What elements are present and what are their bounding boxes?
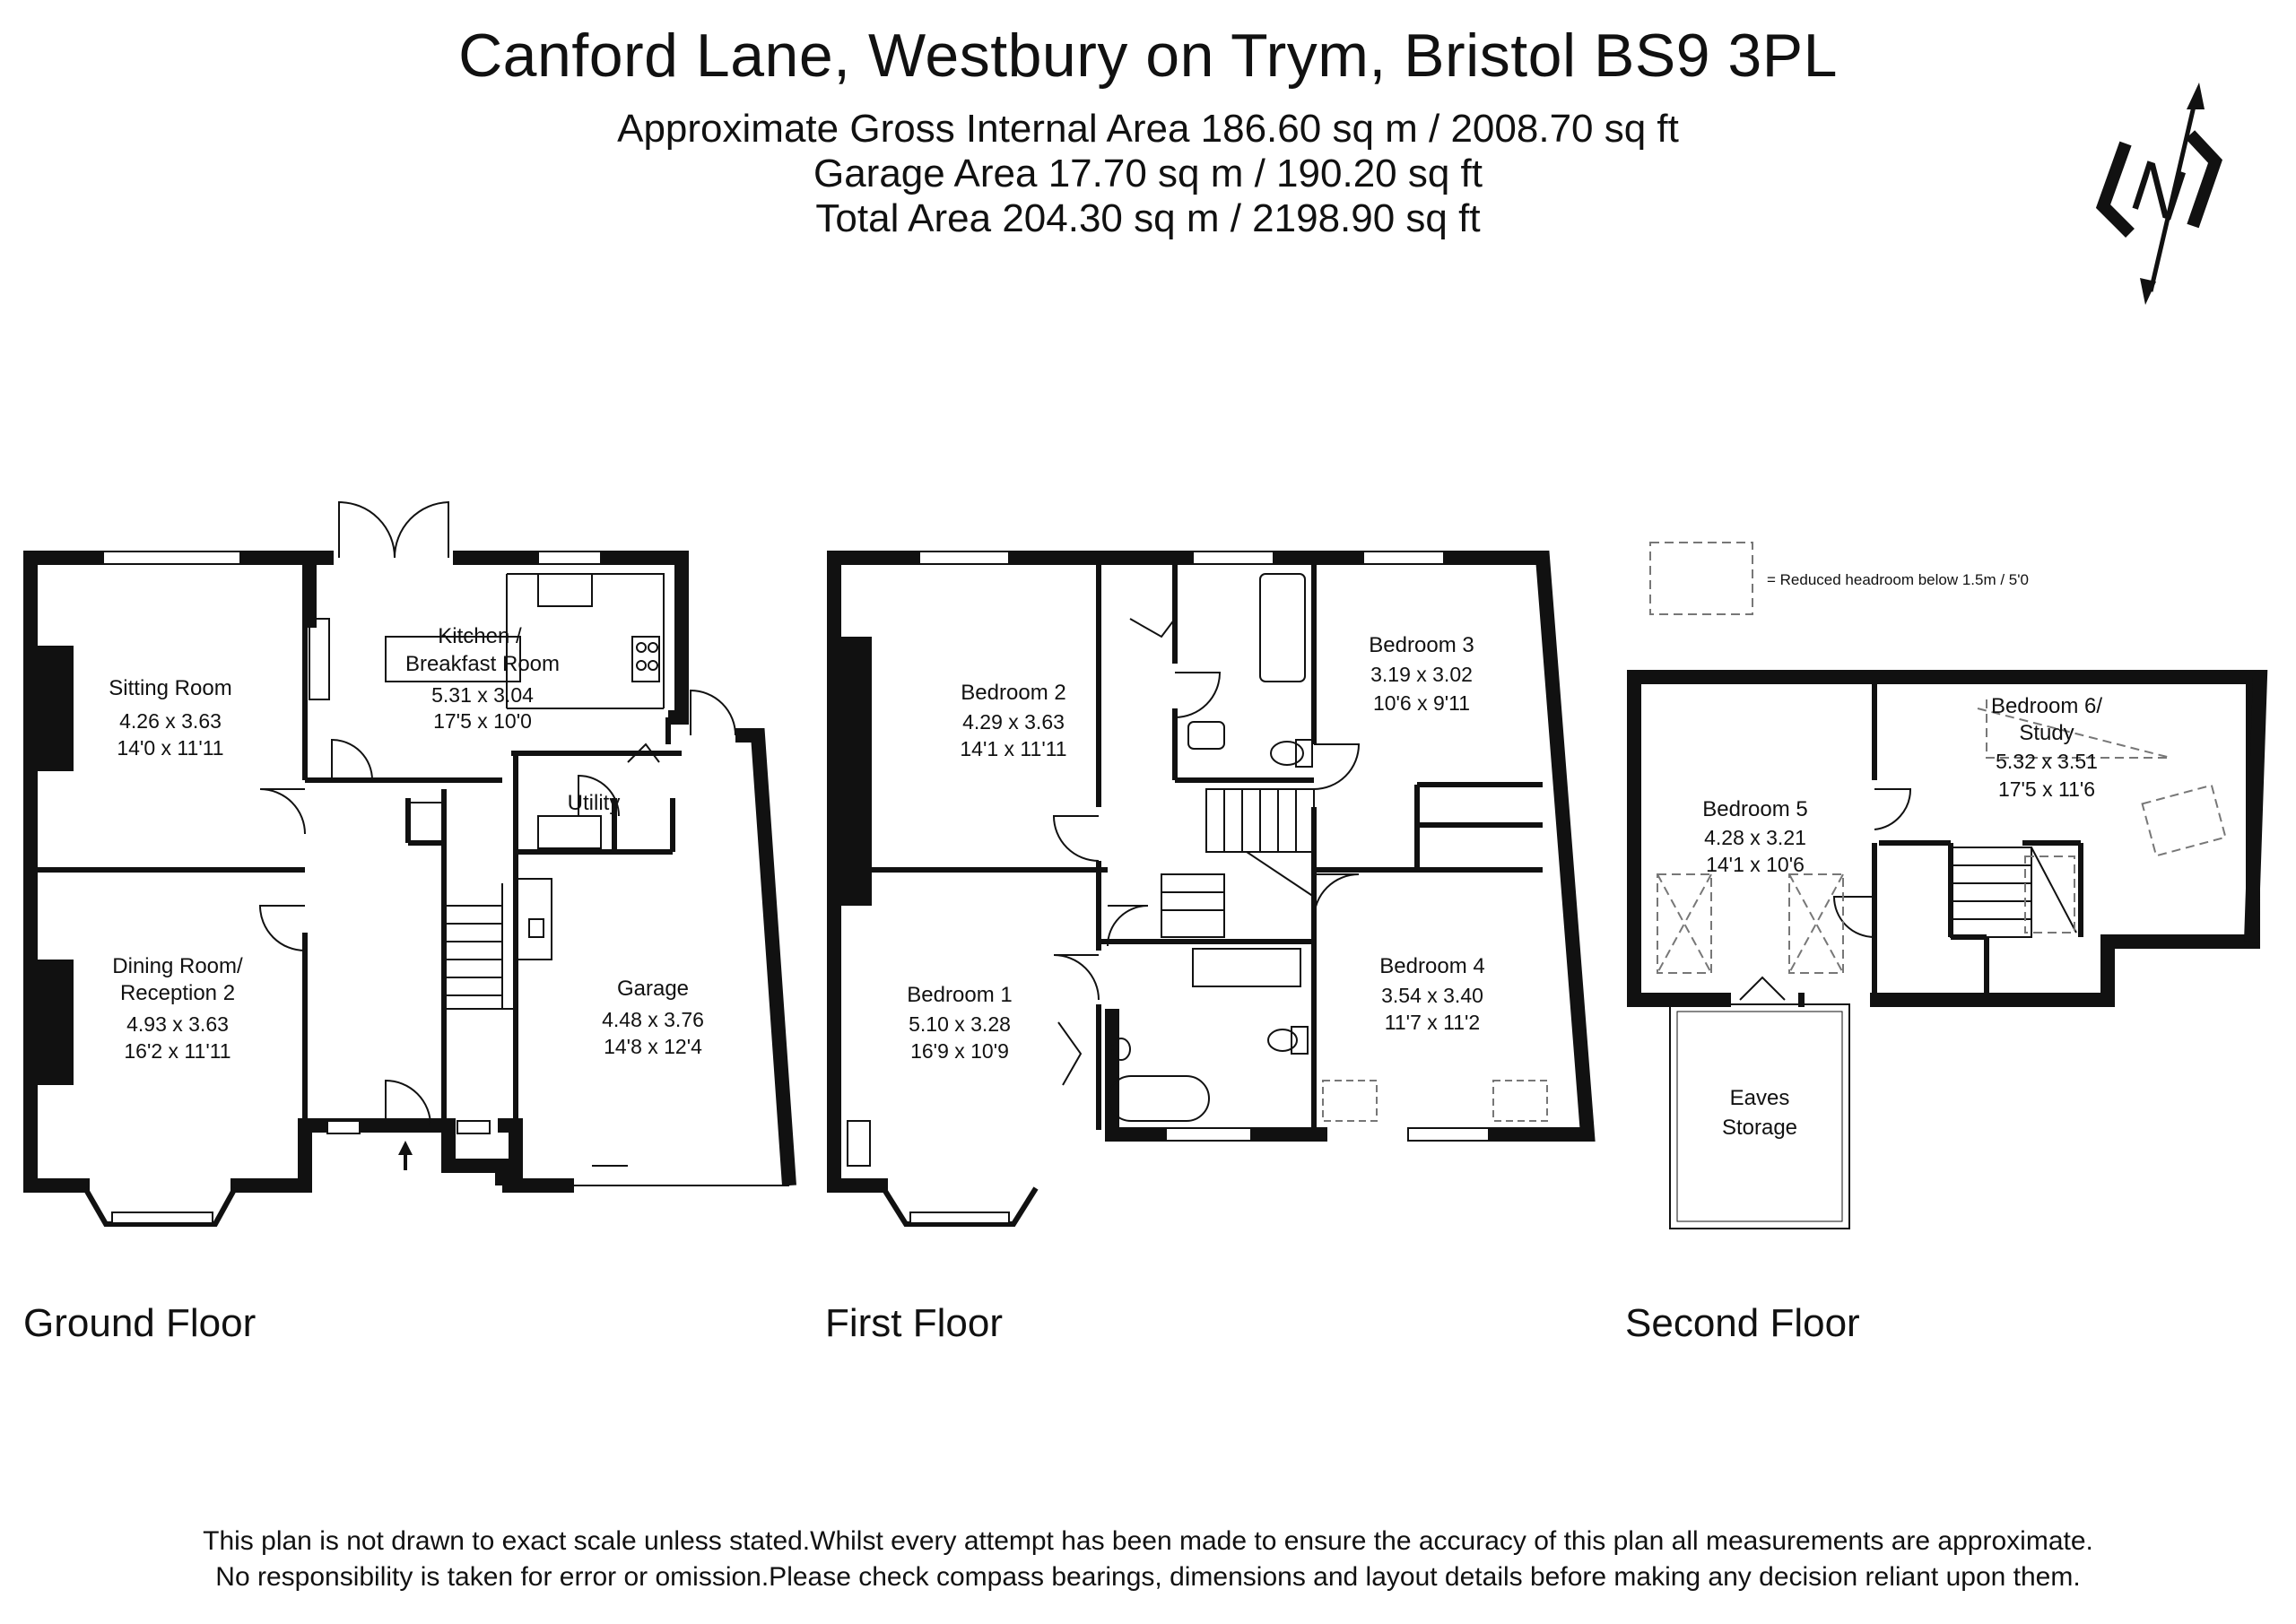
compass-north-icon: N — [2095, 83, 2222, 305]
kitchen-label-1: Kitchen / — [438, 624, 522, 648]
sitting-room-label: Sitting Room — [109, 676, 231, 700]
bedroom-2-metric: 4.29 x 3.63 — [962, 710, 1065, 734]
bedroom-5-imperial: 14'1 x 10'6 — [1706, 853, 1805, 876]
second-floor-plan: Bedroom 5 4.28 x 3.21 14'1 x 10'6 Bedroo… — [1627, 670, 2268, 1229]
gross-internal-area: Approximate Gross Internal Area 186.60 s… — [617, 107, 1679, 151]
legend-text: = Reduced headroom below 1.5m / 5'0 — [1767, 571, 2029, 588]
bedroom-1-metric: 5.10 x 3.28 — [909, 1012, 1011, 1036]
bedroom-3-metric: 3.19 x 3.02 — [1370, 663, 1473, 686]
kitchen-metric: 5.31 x 3.04 — [431, 683, 534, 707]
second-floor-label: Second Floor — [1625, 1301, 1860, 1345]
bedroom-3-imperial: 10'6 x 9'11 — [1373, 691, 1470, 715]
garage-label: Garage — [617, 977, 689, 1001]
bedroom-1-label: Bedroom 1 — [907, 983, 1012, 1007]
dining-room-label-1: Dining Room/ — [112, 954, 243, 978]
bedroom-3-label: Bedroom 3 — [1369, 633, 1474, 657]
ground-floor-plan: Sitting Room 4.26 x 3.63 14'0 x 11'11 Di… — [23, 500, 796, 1227]
eaves-storage-label-1: Eaves — [1730, 1086, 1790, 1110]
bedroom-5-label: Bedroom 5 — [1702, 797, 1807, 821]
first-floor-label: First Floor — [825, 1301, 1003, 1345]
disclaimer-line-2: No responsibility is taken for error or … — [215, 1562, 2081, 1592]
page-title: Canford Lane, Westbury on Trym, Bristol … — [458, 22, 1838, 90]
legend: = Reduced headroom below 1.5m / 5'0 — [1649, 542, 2029, 615]
bedroom-4-imperial: 11'7 x 11'2 — [1385, 1011, 1480, 1034]
garage-imperial: 14'8 x 12'4 — [604, 1035, 702, 1058]
kitchen-imperial: 17'5 x 10'0 — [433, 709, 532, 733]
bedroom-6-label-1: Bedroom 6/ — [1991, 694, 2102, 718]
bedroom-6-label-2: Study — [2019, 721, 2074, 745]
bedroom-6-imperial: 17'5 x 11'6 — [1998, 777, 2095, 801]
bedroom-4-metric: 3.54 x 3.40 — [1381, 984, 1483, 1007]
bedroom-4-label: Bedroom 4 — [1379, 954, 1484, 978]
kitchen-label-2: Breakfast Room — [405, 652, 560, 676]
dining-room-metric: 4.93 x 3.63 — [126, 1012, 229, 1036]
bedroom-2-label: Bedroom 2 — [961, 681, 1065, 705]
garage-metric: 4.48 x 3.76 — [602, 1008, 704, 1031]
eaves-storage-label-2: Storage — [1722, 1116, 1797, 1140]
disclaimer-line-1: This plan is not drawn to exact scale un… — [203, 1526, 2093, 1556]
utility-label: Utility — [568, 791, 621, 815]
garage-area: Garage Area 17.70 sq m / 190.20 sq ft — [813, 152, 1483, 195]
first-floor-plan: Bedroom 2 4.29 x 3.63 14'1 x 11'11 Bedro… — [827, 551, 1596, 1227]
bedroom-5-metric: 4.28 x 3.21 — [1704, 826, 1806, 849]
bedroom-1-imperial: 16'9 x 10'9 — [910, 1039, 1009, 1063]
ground-floor-label: Ground Floor — [23, 1301, 257, 1345]
sitting-room-metric: 4.26 x 3.63 — [119, 709, 222, 733]
bedroom-2-imperial: 14'1 x 11'11 — [960, 737, 1066, 760]
sitting-room-imperial: 14'0 x 11'11 — [117, 736, 223, 760]
bedroom-6-metric: 5.32 x 3.51 — [1996, 750, 2098, 773]
dining-room-label-2: Reception 2 — [120, 981, 235, 1005]
total-area: Total Area 204.30 sq m / 2198.90 sq ft — [815, 196, 1481, 240]
compass-letter: N — [2122, 144, 2196, 236]
dining-room-imperial: 16'2 x 11'11 — [124, 1039, 230, 1063]
